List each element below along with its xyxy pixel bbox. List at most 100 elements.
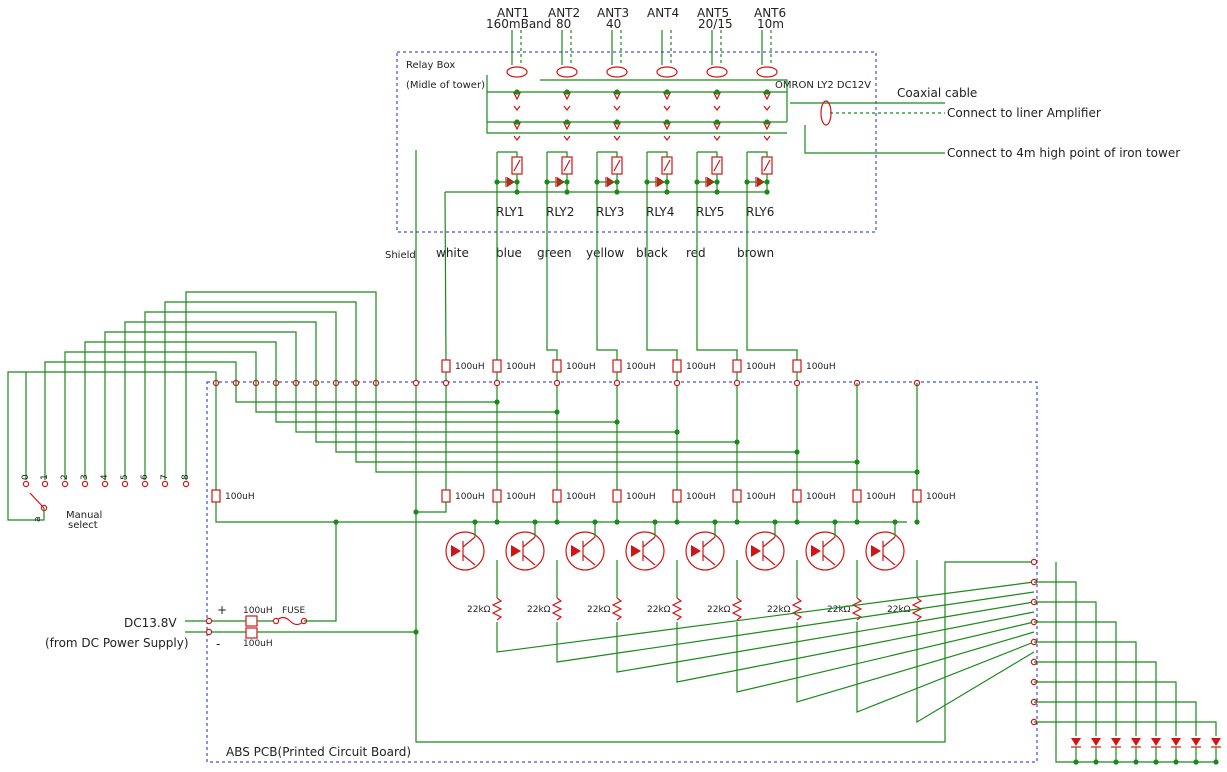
led-wire xyxy=(1034,641,1137,736)
led-drive xyxy=(856,622,1035,713)
power-choke-plus xyxy=(245,615,258,627)
relay-contact xyxy=(563,105,571,111)
transistor xyxy=(745,531,785,571)
relay-1-label: RLY1 xyxy=(496,205,524,219)
terminal xyxy=(793,379,801,387)
signal-wire xyxy=(546,192,558,360)
resistor-label: 22kΩ xyxy=(587,605,611,615)
antenna-6: ANT6 10m xyxy=(754,6,786,31)
terminal xyxy=(41,480,49,488)
indicator-led xyxy=(1131,738,1141,746)
resistor xyxy=(551,597,563,621)
antenna-3-name: ANT3 xyxy=(597,6,629,20)
power-minus: - xyxy=(216,637,220,651)
transistor-led xyxy=(451,545,461,557)
coil-wire xyxy=(497,151,518,157)
junction-dot xyxy=(472,519,478,525)
junction-dot xyxy=(532,519,538,525)
transistor-led xyxy=(751,545,761,557)
transistor-led xyxy=(631,545,641,557)
ribbon-wire xyxy=(64,351,257,480)
inductor-label: 100uH xyxy=(926,492,956,502)
inductor-label: 100uH xyxy=(806,492,836,502)
junction-dot xyxy=(592,519,598,525)
pcb-label: ABS PCB(Printed Circuit Board) xyxy=(226,745,411,759)
signal-wire xyxy=(646,192,678,360)
tower-label: Connect to 4m high point of iron tower xyxy=(947,146,1180,160)
wire-color-labels: Shield white blue green yellow black red… xyxy=(385,246,774,261)
inductor xyxy=(441,359,451,373)
select-bus xyxy=(355,383,857,463)
switch-position-label: 8 xyxy=(181,474,191,480)
relay-coil-mark xyxy=(763,159,771,172)
inductor xyxy=(912,489,922,503)
coax-ring xyxy=(756,66,778,78)
coax-ring xyxy=(506,66,528,78)
transistor xyxy=(685,531,725,571)
terminal xyxy=(673,379,681,387)
white-wire xyxy=(444,191,447,361)
led-wire xyxy=(1034,601,1097,736)
relay-contact xyxy=(763,135,771,141)
ribbon-wire xyxy=(124,321,317,480)
select-bus xyxy=(295,383,677,433)
inductor xyxy=(672,489,682,503)
antenna-2: ANT2 80 xyxy=(548,6,580,31)
antenna-5: ANT5 20/15 xyxy=(697,6,733,31)
select-bus xyxy=(335,383,797,453)
junction-dot xyxy=(772,519,778,525)
relay-box-title: Relay Box xyxy=(406,60,455,71)
antenna-1: ANT1 160mBand xyxy=(486,6,551,31)
coax-ring xyxy=(656,66,678,78)
relay-5-label: RLY5 xyxy=(696,205,724,219)
junction-dot xyxy=(794,519,800,525)
led-drive xyxy=(736,621,1035,693)
antenna-group: ANT1 160mBand ANT2 80 ANT3 40 ANT4 ANT5 … xyxy=(486,6,786,31)
switch-common-label: a xyxy=(33,516,43,522)
power-input: DC13.8V (from DC Power Supply) + - 100uH… xyxy=(45,603,305,651)
inductor xyxy=(852,489,862,503)
switch-position-label: 7 xyxy=(160,474,170,480)
inductor-label: 100uH xyxy=(806,362,836,372)
terminal xyxy=(161,480,169,488)
transistor-led xyxy=(691,545,701,557)
switch-position-label: 3 xyxy=(80,474,90,480)
transistor-body xyxy=(522,536,536,566)
ribbon-wire xyxy=(104,331,297,480)
indicator-led xyxy=(1151,738,1161,746)
led-drive xyxy=(796,622,1035,703)
inductor-label: 100uH xyxy=(626,492,656,502)
relay-contact xyxy=(663,105,671,111)
inductor-label: 100uH xyxy=(686,362,716,372)
power-voltage: DC13.8V xyxy=(124,616,177,630)
relay-contact xyxy=(663,135,671,141)
inductor xyxy=(552,359,562,373)
relay-contact xyxy=(713,135,721,141)
resistor-label: 22kΩ xyxy=(887,605,911,615)
switch-lever xyxy=(29,492,45,509)
inductor-label: 100uH xyxy=(455,492,485,502)
junction-dot xyxy=(854,519,860,525)
common-line xyxy=(215,502,907,523)
pcb-boundary xyxy=(206,381,1038,763)
ribbon-wire xyxy=(144,311,337,480)
relay-coil-mark xyxy=(563,159,571,172)
junction-dot xyxy=(914,519,920,525)
coax-label: Coaxial cable xyxy=(897,86,977,100)
coax-shield-symbol xyxy=(820,100,832,126)
led-drive xyxy=(496,581,1035,653)
transistor-led xyxy=(811,545,821,557)
transistor xyxy=(565,531,605,571)
terminal xyxy=(205,628,213,636)
power-wire xyxy=(304,522,337,622)
coax-ring xyxy=(606,66,628,78)
coil-wire xyxy=(647,151,668,157)
transistor-body xyxy=(702,536,716,566)
signal-wire xyxy=(746,192,798,360)
power-source: (from DC Power Supply) xyxy=(45,636,189,650)
inductor xyxy=(492,359,502,373)
resistor-label: 22kΩ xyxy=(647,605,671,615)
resistor xyxy=(851,597,863,621)
